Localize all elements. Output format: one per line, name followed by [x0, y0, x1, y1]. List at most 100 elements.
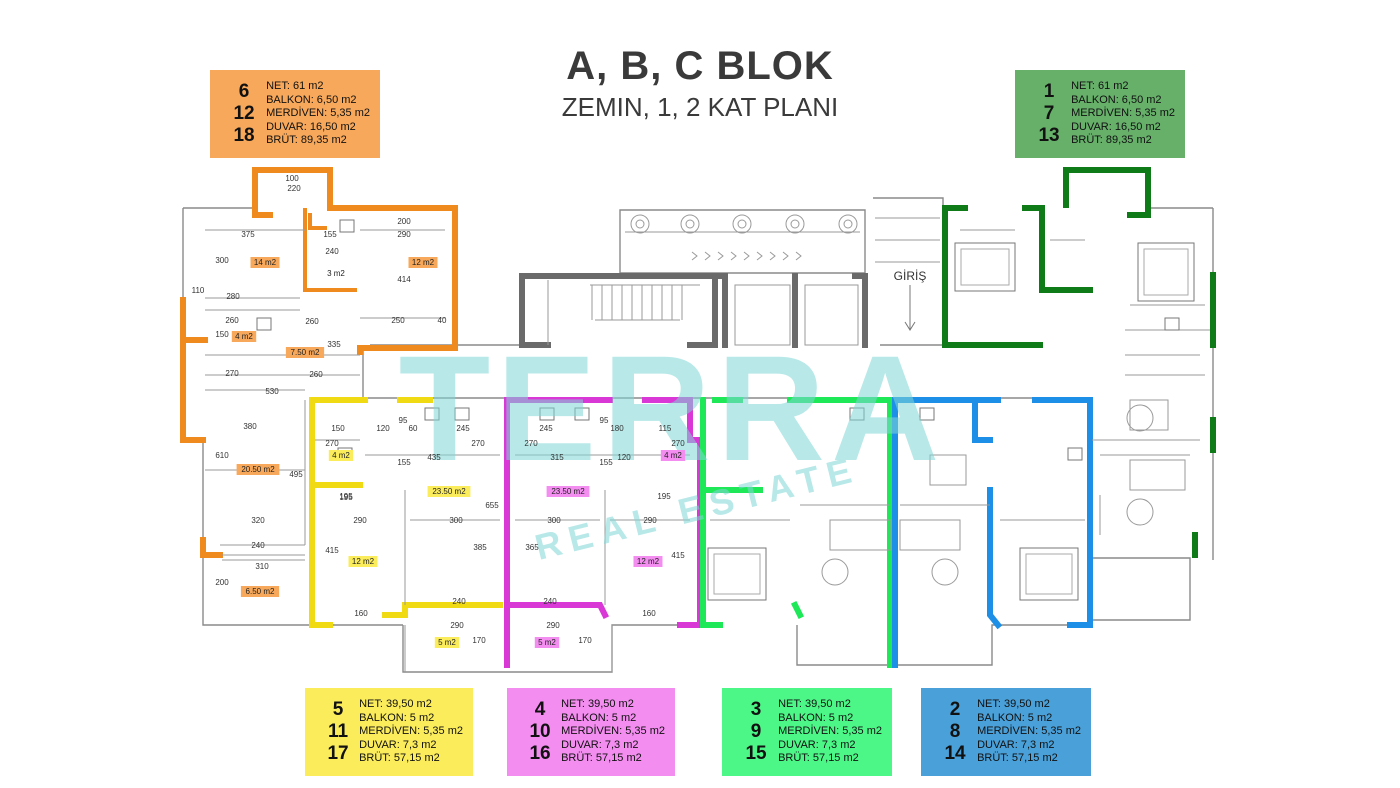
area-tag-label: 12 m2	[412, 258, 435, 267]
table-icon	[821, 558, 849, 586]
bed-icon	[954, 242, 1016, 292]
unit-number: 5	[332, 699, 344, 720]
spec-row: MERDİVEN: 5,35 m2	[359, 725, 463, 739]
dimension-label: 195	[339, 493, 353, 502]
dimension-label: 120	[376, 424, 390, 433]
spec-value: 7,3 m2	[601, 738, 639, 751]
spec-row: BRÜT: 57,15 m2	[778, 752, 882, 766]
dimension-label: 240	[251, 541, 265, 550]
spec-row: BRÜT: 57,15 m2	[977, 752, 1081, 766]
area-tag	[534, 637, 560, 648]
spec-value: 57,15 m2	[1008, 752, 1058, 765]
dimension-label: 270	[225, 369, 239, 378]
outline-segment	[1090, 557, 1191, 621]
unit-number: 3	[750, 699, 762, 720]
tree-icon	[838, 214, 858, 234]
area-tag-label: 5 m2	[438, 638, 456, 647]
spec-value: 89,35 m2	[1102, 134, 1152, 147]
spec-row: NET: 61 m2	[1071, 80, 1175, 94]
dimension-label: 200	[215, 578, 229, 587]
dimension-label: 290	[450, 621, 464, 630]
spec-value: 89,35 m2	[297, 134, 347, 147]
dimension-label: 270	[524, 439, 538, 448]
spec-key: MERDİVEN:	[266, 107, 328, 120]
furniture-icon	[829, 519, 891, 551]
area-tag-label: 7.50 m2	[291, 348, 320, 357]
chevron-right-icon	[769, 251, 776, 261]
dimension-label: 414	[397, 275, 411, 284]
dimension-label: 290	[397, 230, 411, 239]
lightgreen-wall	[700, 397, 893, 668]
dimension-label: 60	[409, 424, 418, 433]
outline-segment	[796, 624, 1090, 666]
outline-segment	[402, 624, 700, 673]
spec-key: BRÜT:	[266, 134, 298, 147]
spec-value: 7,3 m2	[818, 738, 856, 751]
table-icon	[1126, 498, 1154, 526]
spec-row: NET: 39,50 m2	[977, 698, 1081, 712]
area-tag	[250, 257, 280, 268]
spec-value: 16,50 m2	[1111, 120, 1161, 133]
spec-key: BALKON:	[266, 93, 314, 106]
chevron-right-icon	[743, 251, 750, 261]
spec-value: 39,50 m2	[1000, 698, 1050, 711]
dimension-label: 270	[471, 439, 485, 448]
spec-key: NET:	[359, 698, 383, 711]
dimension-label: 315	[550, 453, 564, 462]
dimension-label: 160	[354, 609, 368, 618]
area-tag-label: 4 m2	[664, 451, 682, 460]
area-tag	[328, 450, 354, 461]
spec-key: NET:	[778, 698, 802, 711]
chevron-right-icon	[795, 251, 802, 261]
dimension-label: 250	[391, 316, 405, 325]
unit-walls	[180, 167, 1216, 668]
dimension-label: 155	[397, 458, 411, 467]
dimension-label: 240	[543, 597, 557, 606]
spec-row: MERDİVEN: 5,35 m2	[561, 725, 665, 739]
unit-number: 2	[949, 699, 961, 720]
spec-value: 5 m2	[608, 711, 637, 724]
dimension-label: 335	[327, 340, 341, 349]
area-tag-label: 23.50 m2	[432, 487, 466, 496]
table-icon	[931, 558, 959, 586]
spec-value: 6,50 m2	[313, 93, 357, 106]
spec-value: 61 m2	[289, 80, 324, 93]
tree-icon	[732, 214, 752, 234]
orange-wall	[180, 297, 223, 558]
spec-value: 39,50 m2	[801, 698, 851, 711]
sink-icon	[256, 317, 272, 331]
spec-key: MERDİVEN:	[1071, 107, 1133, 120]
spec-row: BALKON: 5 m2	[977, 712, 1081, 726]
outline-segment	[619, 209, 866, 274]
dimension-label: 375	[241, 230, 255, 239]
spec-key: BALKON:	[977, 711, 1025, 724]
dimension-label: 280	[226, 292, 240, 301]
furniture-icon	[899, 519, 961, 551]
spec-row: MERDİVEN: 5,35 m2	[1071, 107, 1175, 121]
spec-value: 5 m2	[1024, 711, 1053, 724]
spec-key: DUVAR:	[1071, 120, 1112, 133]
tree-icon	[630, 214, 650, 234]
spec-key: NET:	[561, 698, 585, 711]
dimension-label: 150	[215, 330, 229, 339]
spec-value: 61 m2	[1094, 80, 1129, 93]
dimension-label: 170	[578, 636, 592, 645]
interior-line	[804, 284, 859, 346]
area-tag	[408, 257, 438, 268]
spec-row: BALKON: 6,50 m2	[1071, 94, 1175, 108]
spec-key: DUVAR:	[561, 738, 602, 751]
table-icon	[1126, 404, 1154, 432]
magenta-wall	[504, 397, 703, 668]
furniture-icon	[1129, 459, 1186, 491]
dimension-label: 40	[438, 316, 447, 325]
spec-value: 5,35 m2	[420, 725, 463, 738]
dimension-label: 150	[331, 424, 345, 433]
sink-icon	[424, 407, 440, 421]
chevron-right-icon	[691, 251, 698, 261]
spec-key: BALKON:	[778, 711, 826, 724]
